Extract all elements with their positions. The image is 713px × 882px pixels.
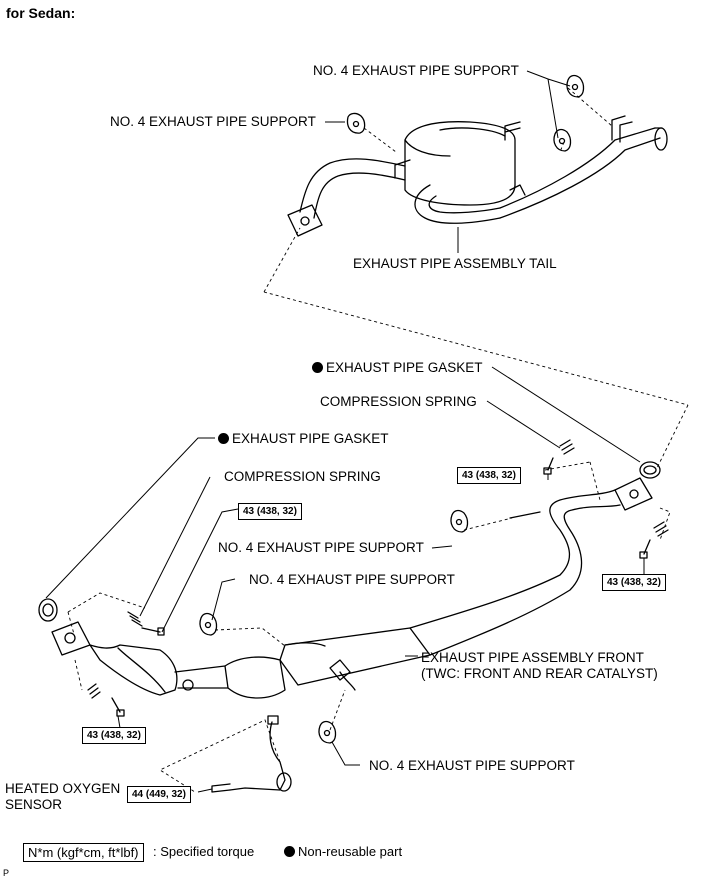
label-gasket-left: EXHAUST PIPE GASKET <box>218 431 389 447</box>
legend-torque-text: : Specified torque <box>153 844 255 859</box>
non-reusable-dot-icon <box>218 433 229 444</box>
front-pipe-assembly <box>51 477 653 744</box>
label-front-assembly-1: EXHAUST PIPE ASSEMBLY FRONT <box>421 650 644 665</box>
torque-bolt-right-lower: 43 (438, 32) <box>602 574 666 591</box>
bolts-springs <box>87 439 669 717</box>
non-reusable-dot-icon <box>284 846 295 857</box>
label-tail-assembly: EXHAUST PIPE ASSEMBLY TAIL <box>353 256 557 271</box>
label-support-lower-left: NO. 4 EXHAUST PIPE SUPPORT <box>249 572 455 587</box>
label-support-top-left: NO. 4 EXHAUST PIPE SUPPORT <box>110 114 316 129</box>
label-gasket-right: EXHAUST PIPE GASKET <box>312 360 483 376</box>
torque-bolt-left-upper: 43 (438, 32) <box>238 503 302 520</box>
label-support-bottom: NO. 4 EXHAUST PIPE SUPPORT <box>369 758 575 773</box>
label-spring-right: COMPRESSION SPRING <box>320 394 477 409</box>
label-support-mid: NO. 4 EXHAUST PIPE SUPPORT <box>218 540 424 555</box>
torque-bolt-left-lower: 43 (438, 32) <box>82 727 146 744</box>
legend-non-reusable: Non-reusable part <box>284 844 402 860</box>
torque-bolt-right-upper: 43 (438, 32) <box>457 467 521 484</box>
reference-code: P <box>3 868 10 878</box>
oxygen-sensor-graphic <box>211 715 292 793</box>
page-title: for Sedan: <box>6 5 76 21</box>
non-reusable-dot-icon <box>312 362 323 373</box>
tail-pipe-assembly <box>287 74 668 237</box>
label-sensor-2: SENSOR <box>5 797 63 812</box>
label-support-top-right: NO. 4 EXHAUST PIPE SUPPORT <box>313 63 519 78</box>
label-front-assembly-2: (TWC: FRONT AND REAR CATALYST) <box>421 666 658 681</box>
label-sensor-1: HEATED OXYGEN <box>5 781 121 796</box>
label-spring-left: COMPRESSION SPRING <box>224 469 381 484</box>
legend-torque-box: N*m (kgf*cm, ft*lbf) <box>23 843 144 862</box>
torque-sensor: 44 (449, 32) <box>127 786 191 803</box>
